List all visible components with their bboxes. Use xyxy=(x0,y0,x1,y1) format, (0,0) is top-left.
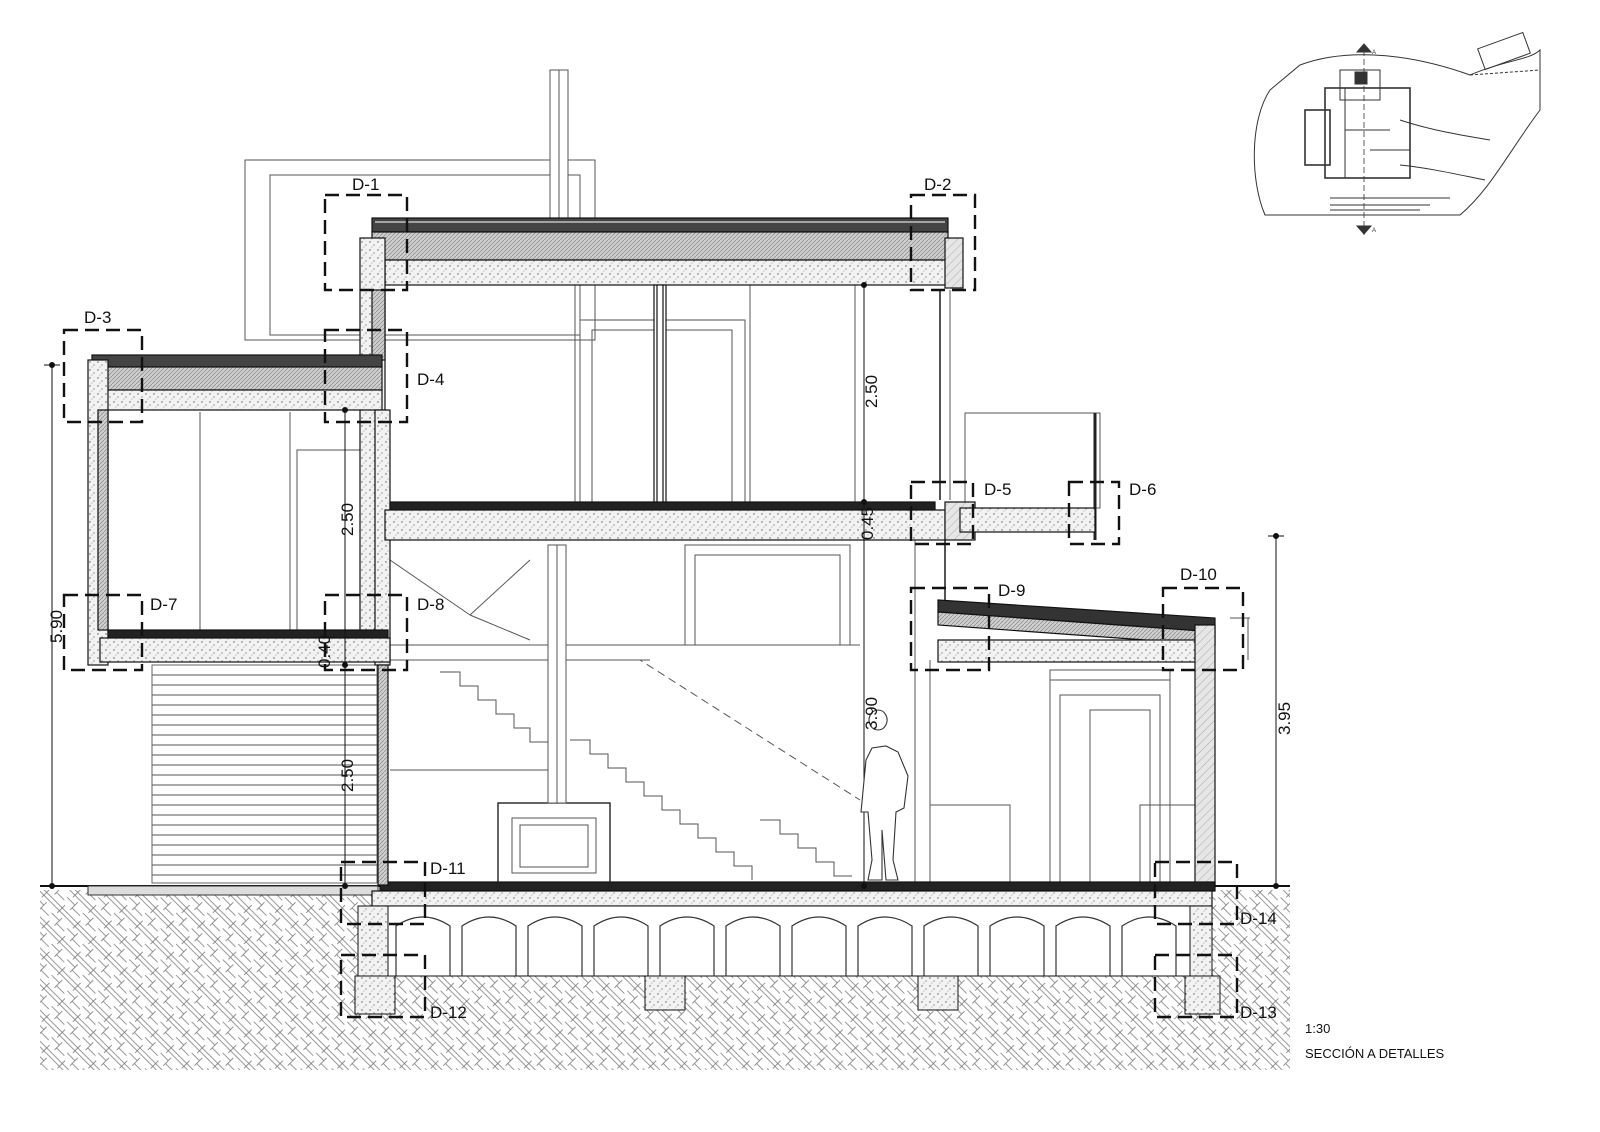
label-d13: D-13 xyxy=(1240,1003,1277,1022)
label-d5: D-5 xyxy=(984,480,1011,499)
callout-box-d4 xyxy=(323,328,409,424)
dim-slab: 0.45 xyxy=(858,507,877,540)
callout-box-d10 xyxy=(1161,586,1245,672)
label-d8: D-8 xyxy=(417,595,444,614)
callout-box-d12 xyxy=(339,953,427,1019)
label-d7: D-7 xyxy=(150,595,177,614)
drawing-title: SECCIÓN A DETALLES xyxy=(1305,1046,1445,1061)
label-d3: D-3 xyxy=(84,308,111,327)
detail-callouts xyxy=(62,193,1245,1019)
garage-door xyxy=(151,664,378,884)
dimension-lines xyxy=(44,282,1284,889)
label-d12: D-12 xyxy=(430,1003,467,1022)
dim-total-left: 5.90 xyxy=(47,610,66,643)
dim-void: 3.90 xyxy=(862,697,881,730)
label-d11: D-11 xyxy=(430,859,466,878)
callout-box-d7 xyxy=(62,593,144,672)
label-d14: D-14 xyxy=(1240,909,1277,928)
callout-box-d1 xyxy=(323,193,409,292)
label-d2: D-2 xyxy=(924,175,951,194)
callout-box-d5 xyxy=(909,480,975,546)
callout-box-d6 xyxy=(1067,480,1121,546)
dim-mid: 2.50 xyxy=(338,503,357,536)
callout-box-d2 xyxy=(909,193,977,292)
callout-box-d13 xyxy=(1153,953,1239,1019)
callout-box-d9 xyxy=(909,586,991,672)
callout-box-d11 xyxy=(339,860,427,926)
label-d6: D-6 xyxy=(1129,480,1156,499)
drawing-scale: 1:30 xyxy=(1305,1021,1331,1036)
callout-box-d14 xyxy=(1153,860,1239,926)
callout-box-d3 xyxy=(62,328,144,424)
label-d9: D-9 xyxy=(998,581,1025,600)
dimension-texts: 2.50 2.50 2.50 0.45 0.40 5.90 3.90 3.95 xyxy=(47,375,1294,792)
dim-slab-left: 0.40 xyxy=(315,635,334,668)
key-plan: A A xyxy=(1253,31,1541,235)
detail-labels: D-1 D-2 D-3 D-4 D-5 D-6 D-7 D-8 D-9 D-10… xyxy=(84,175,1277,1022)
callout-box-d8 xyxy=(323,593,409,672)
key-plan-cut-top: A xyxy=(1372,50,1376,56)
label-d1: D-1 xyxy=(352,175,379,194)
key-plan-cut-bottom: A xyxy=(1372,228,1376,234)
structure-cut xyxy=(87,217,1216,907)
label-d4: D-4 xyxy=(417,370,444,389)
dim-right-total: 3.95 xyxy=(1275,702,1294,735)
dim-upper: 2.50 xyxy=(862,375,881,408)
human-scale-figure xyxy=(860,709,909,881)
label-d10: D-10 xyxy=(1180,565,1217,584)
dim-ground: 2.50 xyxy=(338,759,357,792)
foundation xyxy=(354,905,1221,1015)
